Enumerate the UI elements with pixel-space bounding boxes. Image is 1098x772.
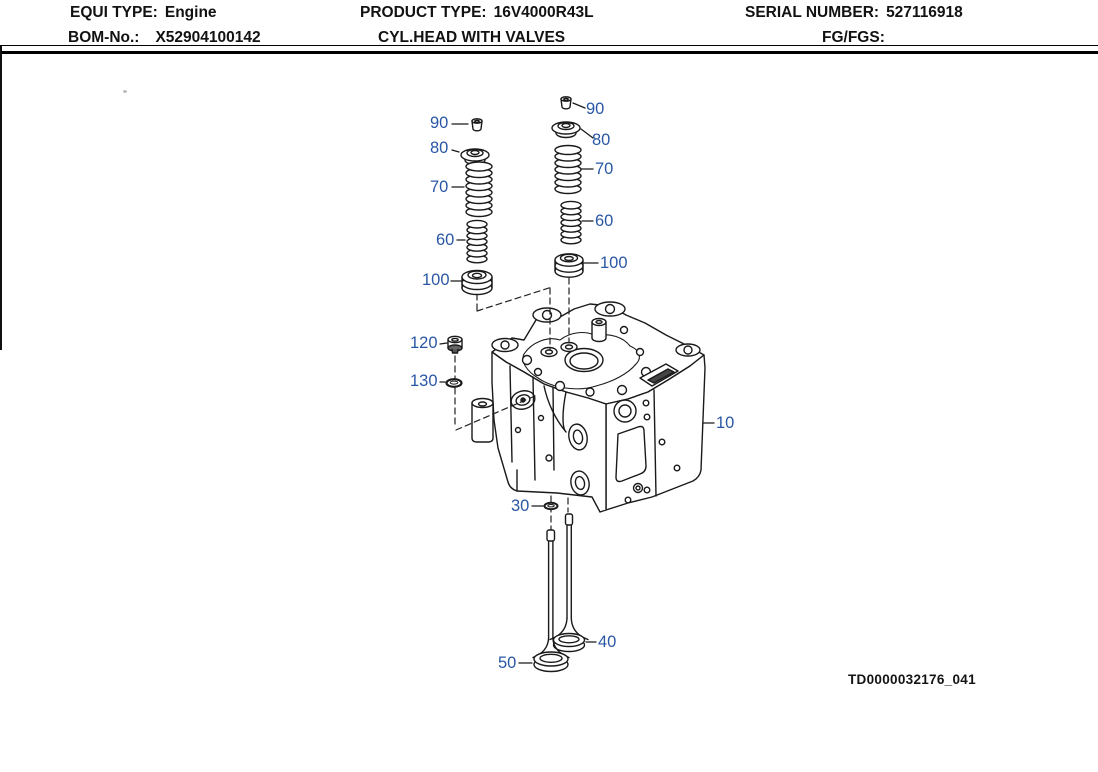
plug-120: [447, 335, 463, 354]
callout-70-left[interactable]: 70: [430, 178, 449, 196]
bom-no-value: X52904100142: [155, 29, 261, 46]
fg-fgs-field: FG/FGS:: [822, 29, 892, 47]
callout-40[interactable]: 40: [598, 633, 617, 651]
callout-130[interactable]: 130: [410, 372, 438, 390]
spring-60-left: [466, 219, 488, 264]
callout-60-right[interactable]: 60: [595, 212, 614, 230]
bom-no-field: BOM-No.: X52904100142: [68, 29, 261, 47]
part-90-right: [560, 96, 572, 110]
callout-90-left[interactable]: 90: [430, 114, 449, 132]
scan-artifact-dot: [123, 90, 127, 93]
callout-120[interactable]: 120: [410, 334, 438, 352]
part-80-right: [551, 121, 581, 139]
callout-100-left[interactable]: 100: [422, 271, 450, 289]
page-left-border: [0, 46, 2, 350]
part-90-left: [471, 118, 483, 132]
callout-50[interactable]: 50: [498, 654, 517, 672]
callout-90-upper-right[interactable]: 90: [586, 100, 605, 118]
serial-number-field: SERIAL NUMBER: 527116918: [745, 4, 963, 22]
header-rule-thin: [0, 45, 1098, 46]
part-80-left: [460, 148, 490, 166]
serial-number-value: 527116918: [886, 4, 963, 21]
spring-60-right: [560, 200, 582, 245]
callout-70-right[interactable]: 70: [595, 160, 614, 178]
callout-leader-lines: [439, 102, 715, 664]
assembly-axis-lines: [454, 277, 570, 531]
header-rule-thick: [0, 51, 1098, 54]
drawing-title: CYL.HEAD WITH VALVES: [378, 29, 565, 47]
seal-ring-130: [445, 378, 463, 388]
callout-60-left[interactable]: 60: [436, 231, 455, 249]
callout-80-left[interactable]: 80: [430, 139, 449, 157]
fg-fgs-label: FG/FGS:: [822, 29, 885, 46]
product-type-label: PRODUCT TYPE:: [360, 4, 487, 21]
valve-50: [532, 529, 570, 673]
drawing-id: TD0000032176_041: [848, 672, 976, 687]
equi-type-label: EQUI TYPE:: [70, 4, 158, 21]
cylinder-head-body: [471, 301, 706, 513]
spring-70-right: [554, 144, 582, 195]
equi-type-field: EQUI TYPE: Engine: [70, 4, 217, 22]
product-type-value: 16V4000R43L: [493, 4, 594, 21]
spring-70-left: [465, 161, 493, 218]
callout-80-right[interactable]: 80: [592, 131, 611, 149]
part-100-left: [461, 269, 493, 296]
equi-type-value: Engine: [164, 4, 217, 21]
serial-number-label: SERIAL NUMBER:: [745, 4, 880, 21]
product-type-field: PRODUCT TYPE: 16V4000R43L: [360, 4, 594, 22]
drawing-title-text: CYL.HEAD WITH VALVES: [378, 29, 566, 46]
oring-30: [543, 501, 559, 511]
valve-40: [549, 513, 589, 653]
callout-30[interactable]: 30: [511, 497, 530, 515]
part-100-right: [554, 253, 584, 278]
bom-no-label: BOM-No.:: [68, 29, 140, 46]
callout-10[interactable]: 10: [716, 414, 735, 432]
callout-100-right[interactable]: 100: [600, 254, 628, 272]
